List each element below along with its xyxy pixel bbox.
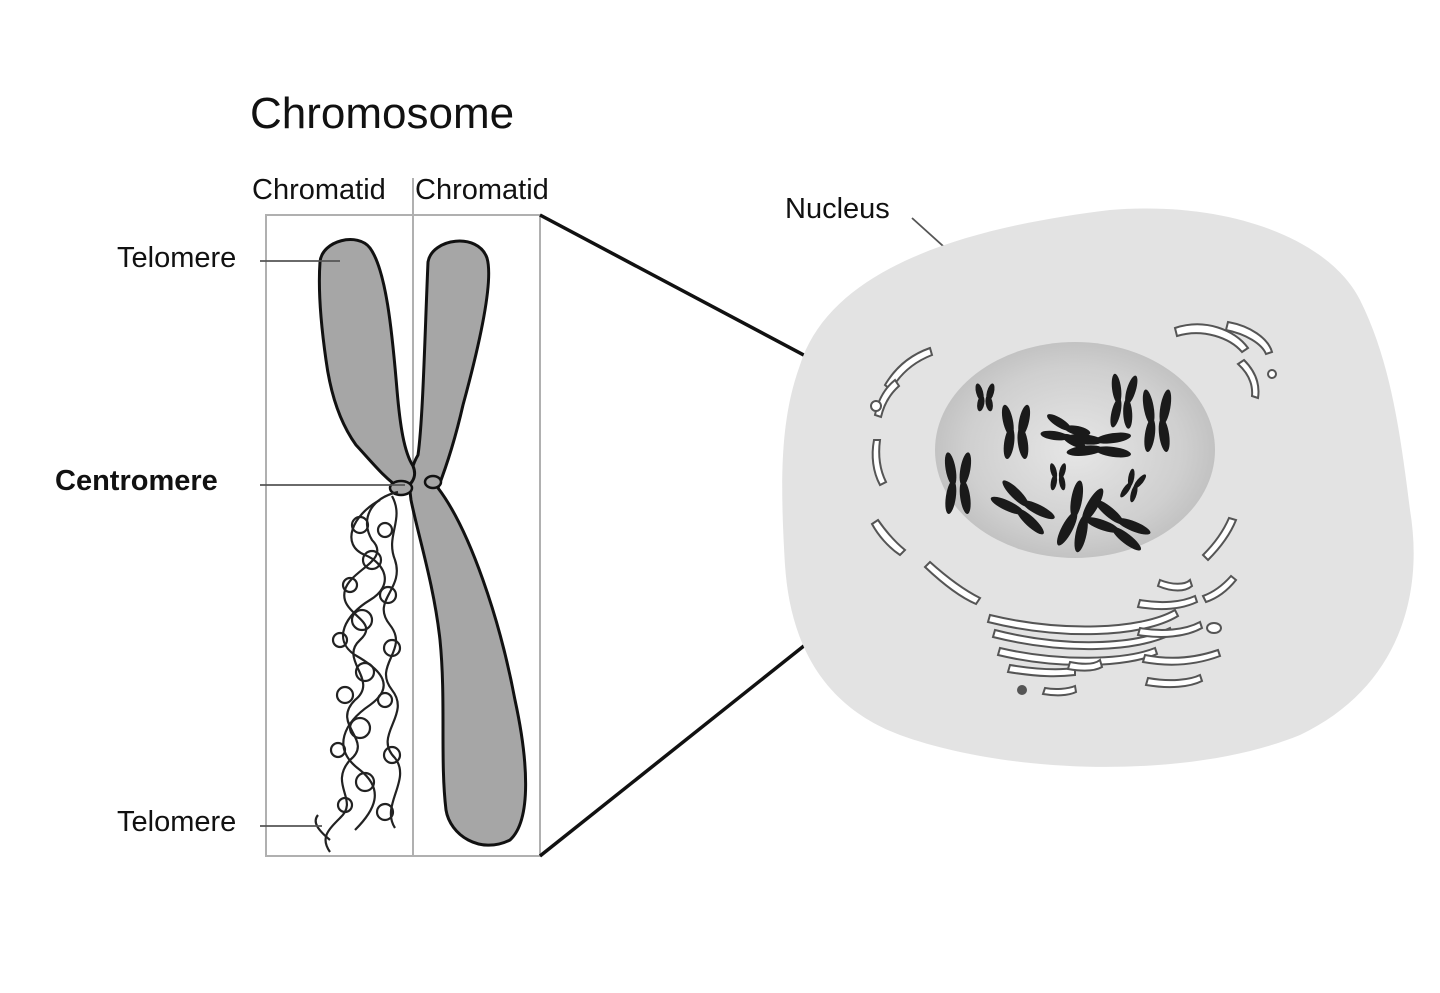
telomere-bottom-label: Telomere <box>117 806 237 838</box>
right-chromatid <box>408 239 528 847</box>
diagram-title: Chromosome <box>250 89 515 138</box>
chromosome-frame <box>265 178 541 857</box>
nucleus-chromosomes <box>944 373 1172 553</box>
chromatid-left-label: Chromatid <box>252 174 386 206</box>
uncoiled-chromatin <box>314 490 402 853</box>
organelles <box>870 320 1277 697</box>
chromatid-right-label: Chromatid <box>415 174 549 206</box>
nucleus-label: Nucleus <box>785 193 890 225</box>
centromere-label: Centromere <box>55 465 218 497</box>
telomere-top-label: Telomere <box>117 242 237 274</box>
left-chromatid-arm <box>317 238 416 490</box>
